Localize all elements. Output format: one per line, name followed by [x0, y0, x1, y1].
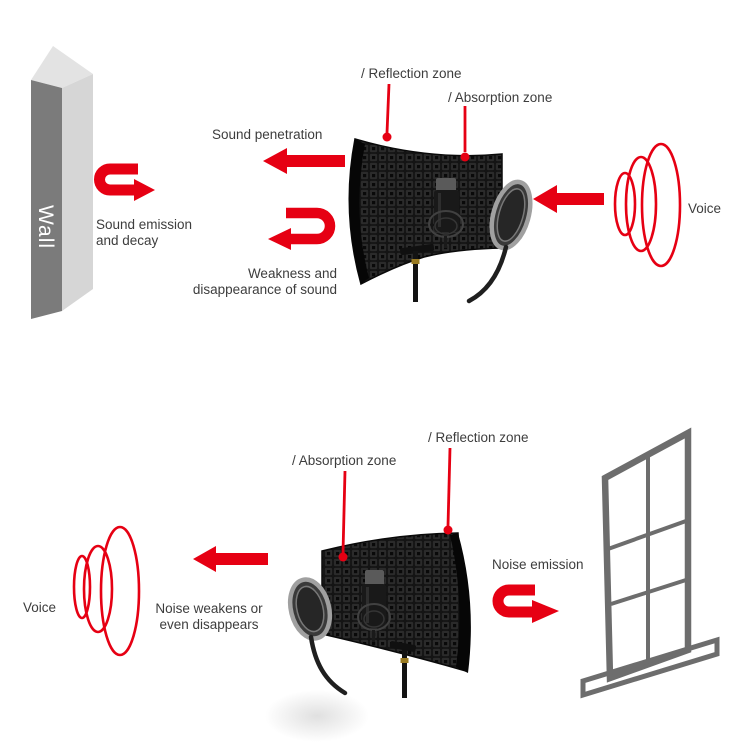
callout-dot [338, 552, 348, 562]
pop-filter-illustration [287, 577, 333, 641]
label-voice-top: Voice [688, 201, 722, 216]
isolation-shield-illustration [287, 532, 471, 698]
u-turn-arrow-icon [94, 163, 155, 201]
label-voice-bottom: Voice [23, 600, 57, 615]
wall-label: Wall [34, 204, 57, 250]
mic-stand-illustration [400, 243, 435, 302]
wall-front-face [31, 80, 62, 319]
acoustic-foam-panel [348, 138, 503, 286]
label-line: Noise weakens or [155, 601, 263, 616]
window-illustration [580, 427, 720, 699]
label-absorption-zone-bottom: / Absorption zone [292, 453, 397, 468]
left-arrow-icon [193, 546, 268, 572]
wall-top-face [31, 46, 93, 88]
label-line: even disappears [159, 617, 259, 632]
shadow [265, 690, 369, 742]
cable-illustration [308, 634, 348, 696]
label-line: Weakness and [247, 266, 337, 281]
window-sill [580, 636, 720, 699]
pop-filter-illustration [489, 179, 533, 251]
sound-waves-icon [72, 525, 141, 657]
label-absorption-zone-top: / Absorption zone [448, 90, 553, 105]
label-noise-weakens: Noise weakens or even disappears [145, 601, 273, 633]
microphone-illustration [428, 178, 464, 248]
shield-edge [450, 533, 471, 673]
callout-dot [460, 152, 470, 162]
wall-illustration [31, 46, 93, 319]
left-arrow-icon [533, 185, 604, 213]
shield-edge [349, 139, 369, 284]
label-reflection-zone-bottom: / Reflection zone [428, 430, 529, 445]
label-noise-emission: Noise emission [492, 557, 584, 572]
callout-absorption-top [460, 106, 470, 162]
isolation-shield-illustration [348, 138, 533, 304]
label-reflection-zone-top: / Reflection zone [361, 66, 462, 81]
label-weakness: Weakness and disappearance of sound [180, 266, 337, 298]
mic-stand-illustration [389, 641, 417, 698]
window-mullion [610, 578, 687, 606]
callout-reflection-top [382, 83, 392, 142]
left-arrow-icon [263, 148, 345, 174]
label-line: and decay [96, 233, 159, 248]
wall-side-face [62, 74, 93, 311]
label-line: disappearance of sound [192, 282, 337, 297]
callout-absorption-bottom [338, 470, 348, 562]
cable-illustration [466, 244, 509, 304]
window-mullion [607, 519, 687, 551]
callout-dot [443, 525, 453, 535]
callout-dot [382, 132, 392, 142]
label-sound-penetration: Sound penetration [212, 127, 323, 142]
sound-waves-icon [613, 142, 682, 268]
label-sound-emission: Sound emission and decay [96, 217, 192, 249]
u-turn-arrow-icon [268, 207, 336, 250]
label-line: Sound emission [96, 217, 193, 232]
callout-reflection-bottom [443, 447, 453, 535]
u-turn-arrow-icon [492, 584, 559, 623]
microphone-illustration [357, 570, 391, 642]
